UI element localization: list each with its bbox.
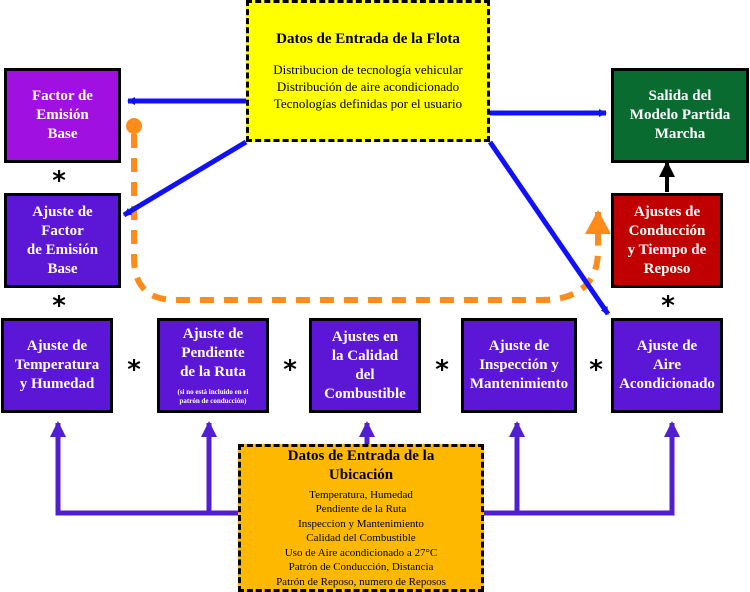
air-conditioning-adjust-box: Ajuste de Aire Acondicionado <box>611 318 723 413</box>
multiply-symbol: * <box>127 355 141 385</box>
multiply-symbol: * <box>661 291 675 321</box>
box-text: y Tiempo de <box>627 241 707 258</box>
route-slope-adjust-box: Ajuste de Pendiente de la Ruta (si no es… <box>157 318 269 413</box>
base-emission-factor-box: Factor de Emisión Base <box>4 68 121 163</box>
box-text: Ajuste de <box>488 338 550 354</box>
fleet-input-box: Datos de Entrada de la Flota Distribucio… <box>246 0 490 142</box>
location-input-line: Inspeccion y Mantenimiento <box>298 517 424 530</box>
temperature-humidity-adjust-box: Ajuste de Temperatura y Humedad <box>1 318 113 413</box>
multiply-symbol: * <box>589 355 603 385</box>
box-text: Ajuste de <box>636 338 698 354</box>
box-text: la Calidad <box>331 347 399 364</box>
box-text: del <box>355 366 375 383</box>
box-text: Base <box>47 126 78 142</box>
emission-factor-adjust-box: Ajuste de Factor de Emisión Base <box>4 193 121 288</box>
location-input-line: Uso de Aire acondicionado a 27°C <box>284 546 438 559</box>
slope-note-line: (si no está incluido en el <box>177 388 249 396</box>
multiply-symbol: * <box>283 355 297 385</box>
arrow-location-to-inspection <box>484 421 525 516</box>
box-text: Inspección y <box>479 357 559 373</box>
dashed-feedback-arrow <box>126 118 611 303</box>
location-title-line: Datos de Entrada de la <box>287 447 435 464</box>
box-text: de Emisión <box>26 241 99 258</box>
arrow-location-to-ac <box>484 421 680 516</box>
box-text: Temperatura <box>14 357 100 373</box>
box-text: Ajustes en <box>331 328 399 345</box>
fleet-input-title: Datos de Entrada de la Flota <box>276 31 460 47</box>
location-input-box: Datos de Entrada de la Ubicación Tempera… <box>238 444 484 592</box>
box-text: Factor <box>41 222 84 239</box>
arrow-fleet-to-ac <box>487 140 611 316</box>
multiply-symbol: * <box>52 291 66 321</box>
inspection-maintenance-adjust-box: Ajuste de Inspección y Mantenimiento <box>461 318 577 413</box>
box-text: Mantenimiento <box>469 376 569 392</box>
box-text: Pendiente <box>181 345 245 361</box>
box-text: Ajuste de <box>32 203 93 220</box>
fleet-input-line: Distribución de aire acondicionado <box>276 79 460 94</box>
box-text: Ajuste de <box>26 338 88 354</box>
location-input-title: Datos de Entrada de la Ubicación <box>288 447 435 485</box>
multiply-symbol: * <box>435 355 449 385</box>
fleet-input-line: Distribucion de tecnología vehicular <box>273 62 463 77</box>
slope-note-line: patrón de conducción) <box>179 397 247 405</box>
model-output-box: Salida del Modelo Partida Marcha <box>611 68 749 163</box>
location-input-line: Patrón de Conducción, Distancia <box>288 561 434 574</box>
location-input-line: Pendiente de la Ruta <box>315 503 407 516</box>
location-input-line: Calidad del Combustible <box>306 532 416 545</box>
driving-idle-adjust-box: Ajustes de Conducción y Tiempo de Reposo <box>611 193 723 288</box>
box-text: Acondicionado <box>619 376 715 392</box>
arrow-fleet-to-emission-adjust <box>122 139 248 218</box>
box-text: Aire <box>652 357 682 373</box>
box-text: Ajustes de <box>633 203 701 220</box>
fuel-quality-adjust-box: Ajustes en la Calidad del Combustible <box>309 318 421 413</box>
multiply-symbol: * <box>52 166 66 196</box>
box-text: Combustible <box>324 385 406 402</box>
box-text: Reposo <box>643 260 691 277</box>
box-text: Marcha <box>654 126 706 142</box>
box-text: Ajuste de <box>182 326 244 342</box>
box-text: Base <box>47 260 78 277</box>
arrow-location-to-temp <box>50 421 238 516</box>
box-text: de la Ruta <box>180 364 246 380</box>
location-input-line: Patrón de Reposo, numero de Reposos <box>276 575 446 588</box>
box-text: Emisión <box>36 107 89 123</box>
fleet-input-line: Tecnologías definidas por el usuario <box>273 96 463 111</box>
arrow-location-to-slope <box>201 421 238 516</box>
location-input-line: Temperatura, Humedad <box>309 488 413 501</box>
box-text: Conducción <box>628 222 706 239</box>
box-text: Salida del <box>648 88 712 104</box>
slope-note: (si no está incluido en el patrón de con… <box>178 388 249 406</box>
box-text: Modelo Partida <box>629 107 731 123</box>
box-text: Factor de <box>32 88 93 104</box>
location-title-line: Ubicación <box>328 466 394 483</box>
box-text: y Humedad <box>19 376 95 392</box>
